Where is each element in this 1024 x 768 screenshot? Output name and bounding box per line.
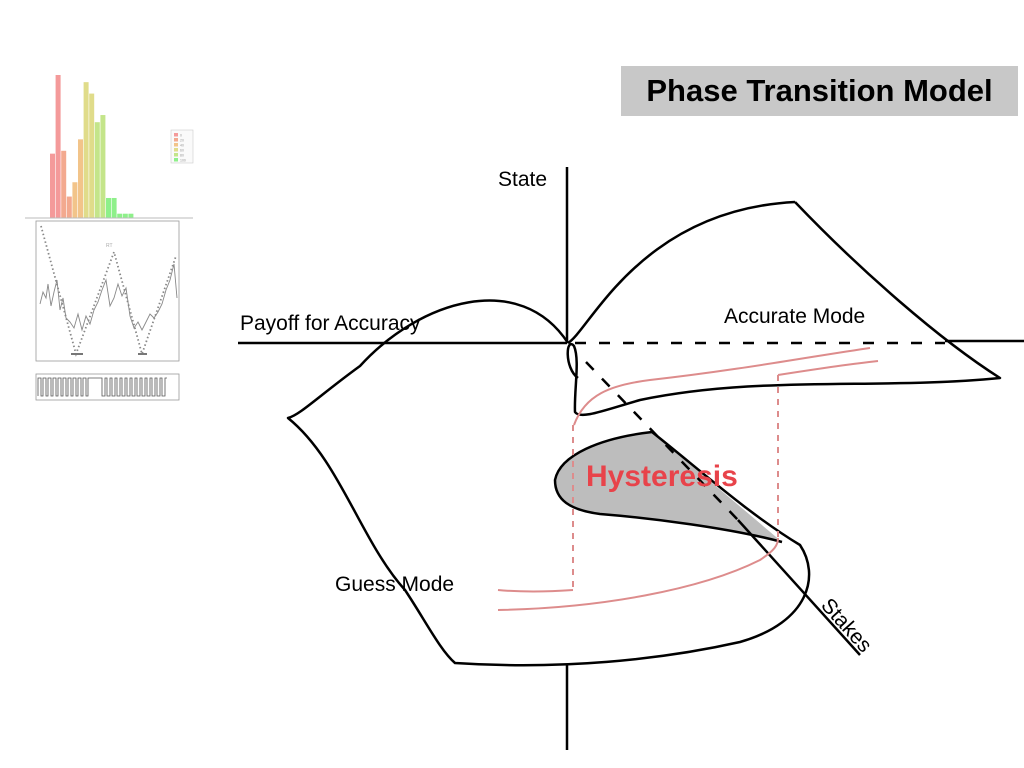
thumbnail-histogram-bar xyxy=(78,139,83,218)
thumbnail-histogram-bar xyxy=(122,213,128,218)
thumbnail-histogram-bar xyxy=(94,122,100,218)
thumbnail-histogram-bar xyxy=(61,150,67,218)
thumbnail-legend-swatch xyxy=(174,158,178,162)
thumbnail-dotted-series xyxy=(40,225,177,358)
stakes-axis xyxy=(737,519,861,656)
thumbnail-histogram-bar xyxy=(111,197,117,218)
thumbnail-noisy-series xyxy=(39,263,178,332)
thumbnail-legend-swatch xyxy=(174,138,178,142)
thumbnail-histogram-bar xyxy=(106,197,111,218)
state-axis-label: State xyxy=(498,168,547,191)
thumbnail-histogram-bar xyxy=(89,93,95,218)
thumbnail-legend-label: 80 xyxy=(180,154,184,158)
thumbnail-legend-swatch xyxy=(174,133,178,137)
thumbnail-legend-swatch xyxy=(174,143,178,147)
surface-outline xyxy=(286,201,1002,667)
thumbnail-histogram xyxy=(50,75,134,219)
thumbnail-legend-swatch xyxy=(174,148,178,152)
thumbnail-line-label: RT xyxy=(106,243,113,249)
thumbnail-histogram-bar xyxy=(55,75,61,218)
upper-trajectory-return xyxy=(777,360,879,376)
lower-trajectory-return xyxy=(497,537,779,611)
surface-outline-top xyxy=(567,200,796,345)
lower-trajectory xyxy=(497,589,574,593)
thumbnail-legend-swatch xyxy=(174,153,178,157)
thumbnail-histogram-bar xyxy=(83,82,89,219)
thumbnail-histogram-bar xyxy=(100,115,106,218)
thumbnail-legend-label: 60 xyxy=(180,149,184,153)
hysteresis-label: Hysteresis xyxy=(586,460,738,493)
guess-mode-label: Guess Mode xyxy=(335,573,454,596)
slide-title: Phase Transition Model xyxy=(621,66,1018,116)
thumbnail-legend-label: 100 xyxy=(180,159,186,163)
upper-trajectory xyxy=(573,347,871,426)
payoff-axis-label: Payoff for Accuracy xyxy=(240,312,421,335)
accurate-mode-label: Accurate Mode xyxy=(724,305,865,328)
stakes-axis-label: Stakes xyxy=(816,594,876,657)
thumbnail-histogram-bar xyxy=(50,153,55,218)
thumbnail-binary-series xyxy=(37,377,167,397)
thumbnail-histogram-bar xyxy=(117,213,123,218)
thumbnail-histogram-bar xyxy=(72,182,78,218)
thumbnail-legend-label: 40 xyxy=(180,144,184,148)
thumbnail-legend-label: 0 xyxy=(180,134,182,138)
thumbnail-legend-label: 20 xyxy=(180,139,184,143)
slide-title-text: Phase Transition Model xyxy=(646,73,993,108)
thumbnail-histogram-bar xyxy=(66,196,72,218)
thumbnail-histogram-bar xyxy=(128,213,134,218)
